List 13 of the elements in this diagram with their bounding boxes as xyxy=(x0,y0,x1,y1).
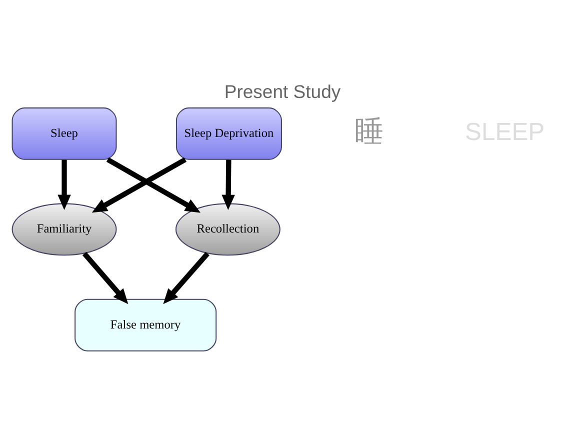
node-ellipse: Familiarity xyxy=(12,202,117,256)
node-box: Sleep Deprivation xyxy=(176,106,282,160)
node-ellipse: Recollection xyxy=(175,202,280,256)
node-box: Sleep xyxy=(12,106,117,160)
arrow xyxy=(163,251,210,304)
label: 睡 xyxy=(354,115,384,148)
diagram-title: Present Study xyxy=(224,80,341,102)
arrow xyxy=(106,156,201,212)
node-box: False memory xyxy=(74,298,217,351)
arrow xyxy=(92,156,187,212)
arrow xyxy=(82,251,128,304)
arrow xyxy=(222,159,235,210)
arrow xyxy=(58,159,71,210)
